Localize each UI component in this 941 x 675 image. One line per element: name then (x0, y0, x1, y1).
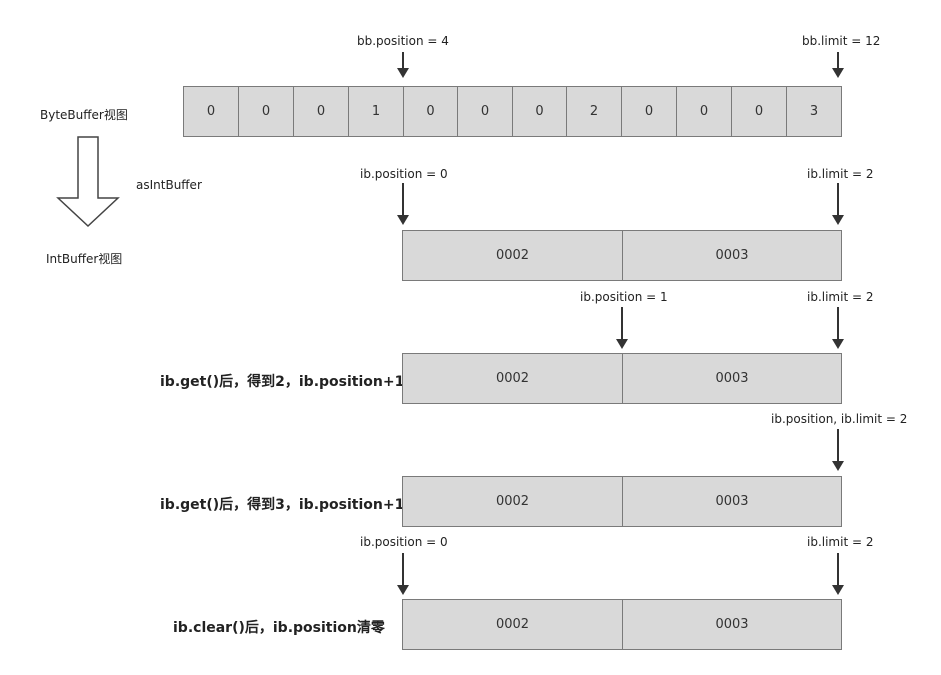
int-cell: 0003 (622, 599, 842, 650)
ib-limit-label: ib.limit = 2 (807, 290, 874, 304)
int-cell: 0002 (402, 476, 623, 527)
byte-cell: 0 (457, 86, 513, 137)
ib-limit-arrow-icon (832, 553, 844, 595)
ib-position-arrow-icon (616, 307, 628, 349)
int-cell: 0002 (402, 230, 623, 281)
int-cell: 0003 (622, 353, 842, 404)
bb-position-label: bb.position = 4 (357, 34, 449, 48)
ib-position-label: ib.position = 1 (580, 290, 668, 304)
byte-cell: 0 (621, 86, 677, 137)
ib-position-label: ib.position = 0 (360, 535, 448, 549)
byte-cell: 0 (731, 86, 787, 137)
as-int-buffer-label: asIntBuffer (136, 178, 202, 192)
ib-limit-arrow-icon (832, 307, 844, 349)
bb-limit-arrow-icon (832, 52, 844, 78)
step-caption: ib.get()后，得到2，ib.position+1 (160, 374, 405, 390)
int-cell: 0003 (622, 476, 842, 527)
down-arrow-icon (56, 136, 120, 228)
step-caption: ib.clear()后，ib.position清零 (173, 620, 385, 636)
byte-cell: 1 (348, 86, 404, 137)
byte-cell: 0 (238, 86, 294, 137)
int-cell: 0002 (402, 599, 623, 650)
ib-limit-label: ib.limit = 2 (807, 167, 874, 181)
ib-position-arrow-icon (397, 553, 409, 595)
ib-position-arrow-icon (397, 183, 409, 225)
step-caption: ib.get()后，得到3，ib.position+1 (160, 497, 405, 513)
byte-cell: 0 (183, 86, 239, 137)
ib-position-limit-label: ib.position, ib.limit = 2 (771, 412, 908, 426)
ib-limit-label: ib.limit = 2 (807, 535, 874, 549)
int-cell: 0002 (402, 353, 623, 404)
int-cell: 0003 (622, 230, 842, 281)
byte-cell: 2 (566, 86, 622, 137)
ib-limit-arrow-icon (832, 183, 844, 225)
byte-buffer-view-label: ByteBuffer视图 (40, 108, 128, 122)
byte-cell: 0 (293, 86, 349, 137)
bb-limit-label: bb.limit = 12 (802, 34, 881, 48)
byte-cell: 0 (403, 86, 458, 137)
byte-cell: 3 (786, 86, 842, 137)
byte-cell: 0 (676, 86, 732, 137)
bb-position-arrow-icon (397, 52, 409, 78)
byte-cell: 0 (512, 86, 567, 137)
ib-position-label: ib.position = 0 (360, 167, 448, 181)
int-buffer-view-label: IntBuffer视图 (46, 252, 123, 266)
ib-position-limit-arrow-icon (832, 429, 844, 471)
